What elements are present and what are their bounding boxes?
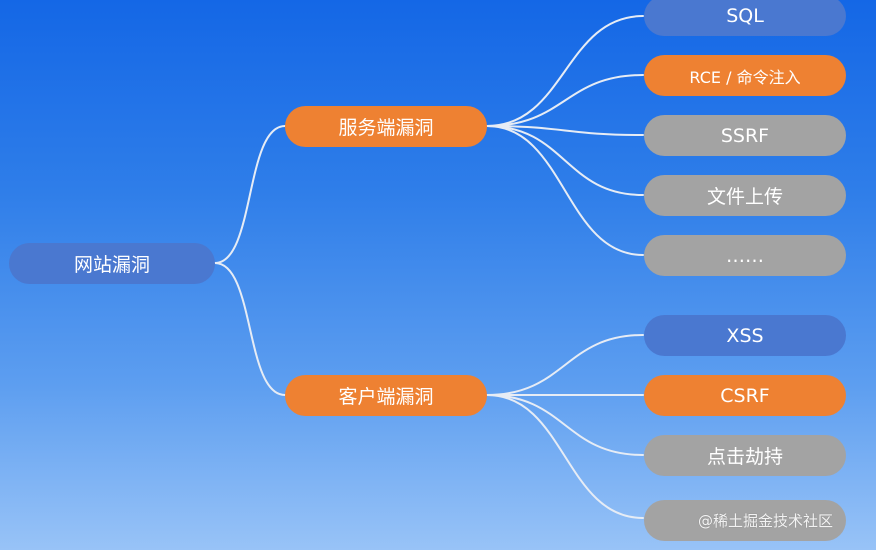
link-server-to-rce (486, 74, 644, 127)
link-client-to-clickjacking (486, 394, 644, 456)
leaf-node-label: SSRF (720, 124, 770, 147)
link-root-to-client (214, 262, 286, 396)
leaf-node-more[interactable]: …… (644, 235, 846, 276)
link-server-to-sql (486, 15, 644, 127)
leaf-node-label: 文件上传 (706, 186, 783, 208)
leaf-node-file-upload[interactable]: 文件上传 (644, 175, 846, 216)
leaf-node-sql[interactable]: SQL (644, 0, 846, 36)
leaf-node-csrf[interactable]: CSRF (644, 375, 846, 416)
branch-node-label: 客户端漏洞 (338, 386, 434, 408)
leaf-node-label: XSS (726, 324, 764, 347)
root-node[interactable]: 网站漏洞 (9, 243, 215, 284)
leaf-node-extra[interactable] (644, 500, 846, 541)
link-root-to-server (214, 125, 286, 264)
leaf-node-rce[interactable]: RCE / 命令注入 (644, 55, 846, 96)
link-server-to-ssrf (486, 125, 644, 136)
leaf-node-ssrf[interactable]: SSRF (644, 115, 846, 156)
link-client-to-xss (486, 334, 644, 396)
link-server-to-upload (486, 125, 644, 196)
branch-node-client-side[interactable]: 客户端漏洞 (285, 375, 487, 416)
branch-node-label: 服务端漏洞 (338, 117, 434, 139)
link-server-to-more (486, 125, 644, 256)
leaf-node-xss[interactable]: XSS (644, 315, 846, 356)
link-client-to-extra (486, 394, 644, 519)
root-node-label: 网站漏洞 (73, 254, 150, 276)
leaf-node-clickjacking[interactable]: 点击劫持 (644, 435, 846, 476)
watermark-text: @稀土掘金技术社区 (698, 512, 834, 530)
leaf-node-label: SQL (726, 5, 764, 27)
leaf-node-label: …… (726, 244, 764, 267)
branch-node-server-side[interactable]: 服务端漏洞 (285, 106, 487, 147)
leaf-node-label: RCE / 命令注入 (689, 67, 801, 87)
leaf-node-label: CSRF (720, 384, 770, 407)
leaf-node-label: 点击劫持 (706, 446, 783, 468)
